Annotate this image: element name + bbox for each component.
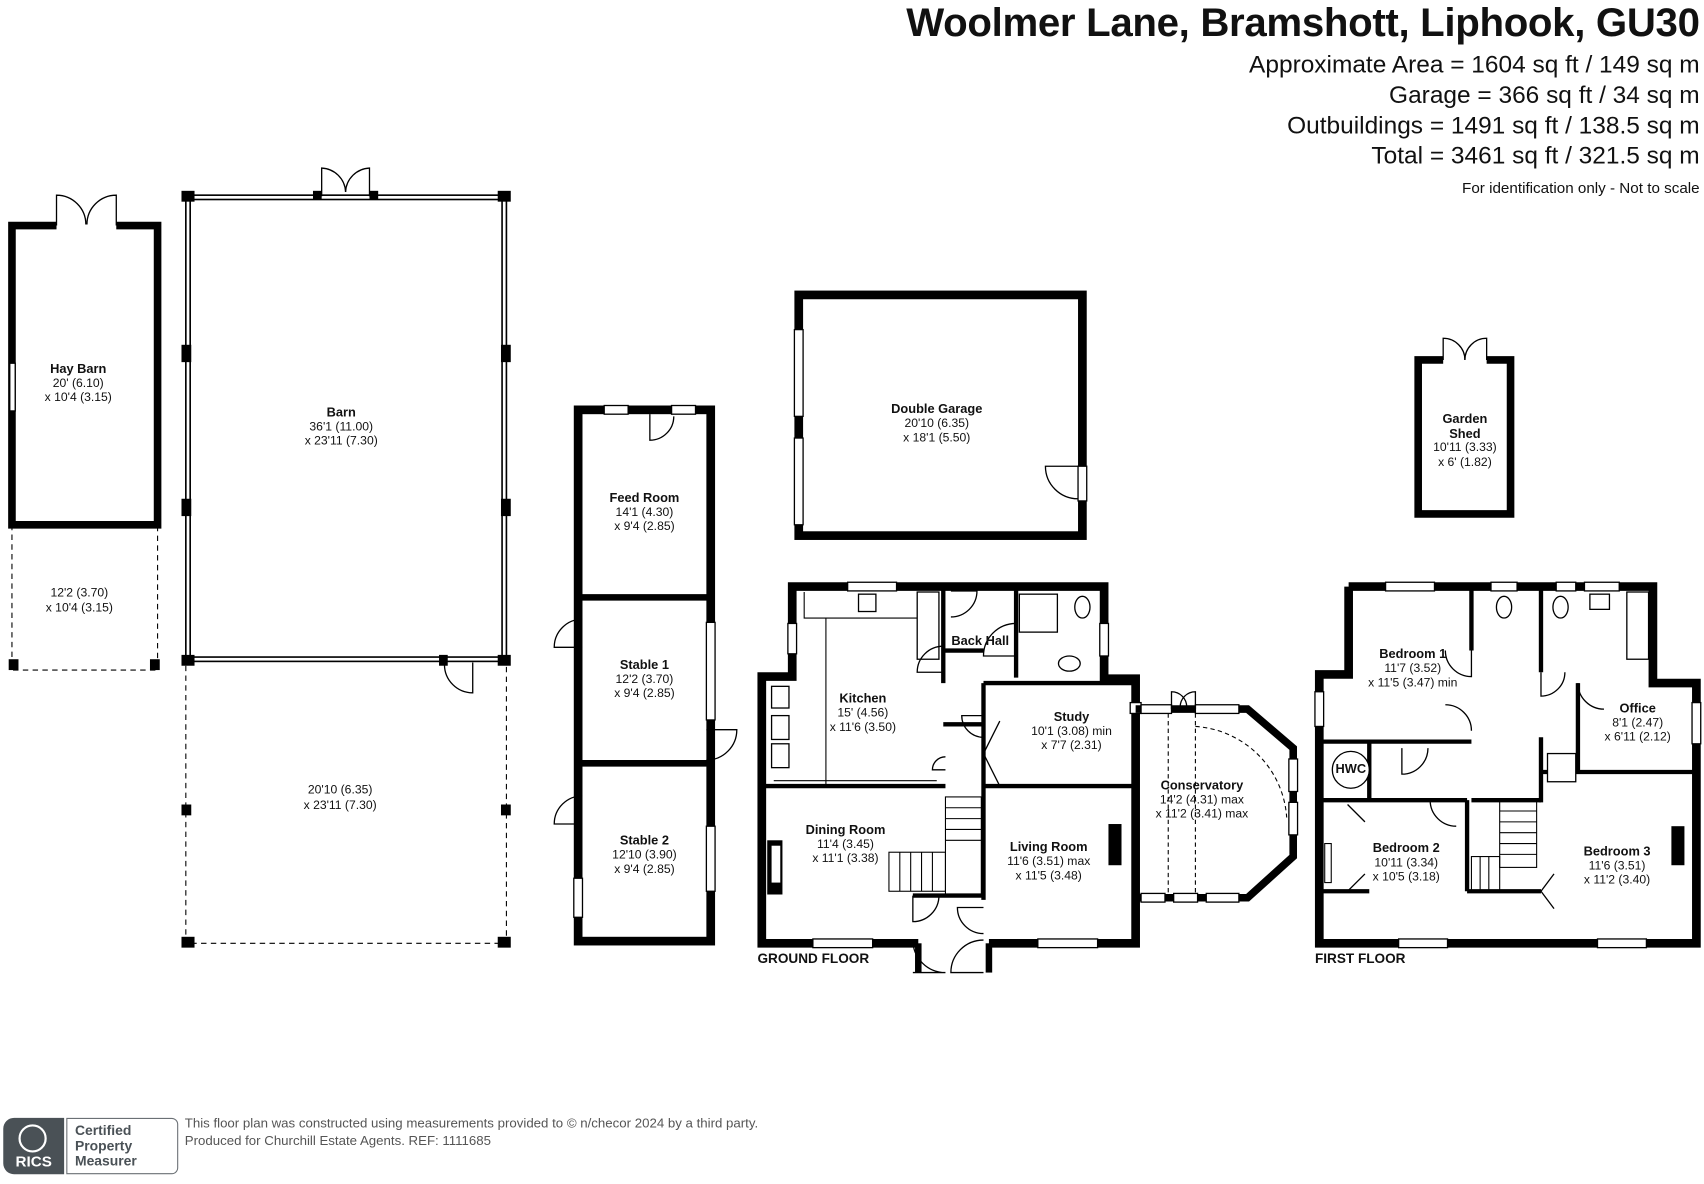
footer-disclaimer: This floor plan was constructed using me… xyxy=(184,1115,759,1131)
certified-property-measurer-badge: Certified Property Measurer xyxy=(66,1117,179,1175)
first-floor-walls xyxy=(1314,582,1701,948)
total-area: Total = 3461 sq ft / 321.5 sq m xyxy=(1371,142,1700,170)
footer-agent-reference: Produced for Churchill Estate Agents. RE… xyxy=(184,1133,492,1149)
hay-barn-walls xyxy=(8,221,162,529)
stairs xyxy=(888,796,982,896)
first-floor-doors xyxy=(1347,650,1605,909)
room-label-hay-barn-extension: 12'2 (3.70)x 10'4 (3.15) xyxy=(45,586,113,615)
barn-doors xyxy=(321,167,474,694)
first-floor-label: FIRST FLOOR xyxy=(1314,950,1406,967)
outbuildings-area: Outbuildings = 1491 sq ft / 138.5 sq m xyxy=(1287,111,1700,139)
first-floor-stairs xyxy=(1470,799,1538,892)
property-title: Woolmer Lane, Bramshott, Liphook, GU30 xyxy=(906,0,1700,45)
stable-openings xyxy=(573,404,716,918)
stable-doors xyxy=(553,414,738,825)
garage-area: Garage = 366 sq ft / 34 sq m xyxy=(1389,81,1700,109)
hay-barn-doors xyxy=(9,194,117,412)
ground-floor-label: GROUND FLOOR xyxy=(757,950,870,967)
rics-logo: RICS xyxy=(3,1117,65,1175)
ground-doors xyxy=(912,590,1017,935)
kitchen-units xyxy=(773,592,937,788)
rics-emblem-icon xyxy=(18,1124,47,1153)
hay-barn-extension xyxy=(11,524,159,671)
room-label-back-hall: Back Hall xyxy=(951,633,1010,649)
approximate-area: Approximate Area = 1604 sq ft / 149 sq m xyxy=(1249,50,1700,79)
barn-walls xyxy=(185,194,508,663)
ground-floor-walls xyxy=(757,582,1140,948)
identification-note: For identification only - Not to scale xyxy=(1462,178,1700,197)
room-label-hwc: HWC xyxy=(1335,761,1367,777)
room-label-barn-extension: 20'10 (6.35)x 23'11 (7.30) xyxy=(303,783,377,812)
hwc-tank xyxy=(1331,750,1370,789)
barn-posts xyxy=(181,190,511,666)
shed-walls xyxy=(1414,356,1515,518)
